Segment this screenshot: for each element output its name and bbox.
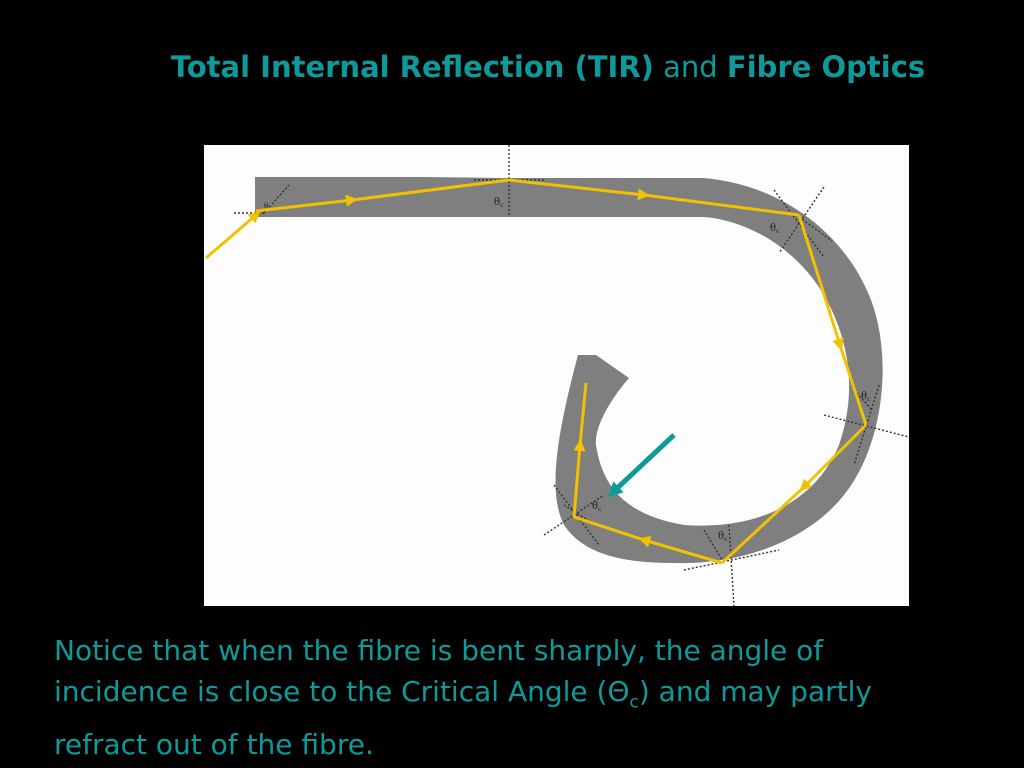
pointer-arrow (607, 433, 676, 498)
angle-label-entry: θ (264, 202, 268, 210)
optical-fibre (255, 177, 883, 564)
diagram-canvas: θ θc θc θc θc θc (205, 145, 909, 606)
note-line-2: incidence is close to the Critical Angle… (54, 675, 872, 713)
note-line-1: Notice that when the fibre is bent sharp… (54, 634, 824, 667)
angle-label-3: θc (861, 391, 871, 403)
angle-label-5: θc (592, 501, 602, 513)
theta-subscript: c (629, 692, 639, 713)
note-line-3: refract out of the fibre. (54, 727, 374, 761)
theta-symbol: Θ (607, 675, 630, 708)
title-joiner: and (663, 50, 718, 84)
fibre-optics-diagram: θ θc θc θc θc θc (204, 145, 909, 606)
angle-label-4: θc (718, 531, 728, 543)
slide-title: Total Internal Reflection (TIR) and Fibr… (0, 50, 1024, 84)
title-part-fibre-optics: Fibre Optics (726, 50, 926, 84)
reflected-ray (255, 178, 868, 565)
explanation-text: Notice that when the fibre is bent sharp… (54, 630, 1014, 765)
angle-label-1: θc (494, 197, 504, 209)
incident-ray (205, 211, 261, 260)
title-part-tir: Total Internal Reflection (TIR) (170, 50, 654, 84)
critical-angle-labels: θ θc θc θc θc θc (264, 197, 871, 543)
angle-label-2: θc (770, 223, 780, 235)
